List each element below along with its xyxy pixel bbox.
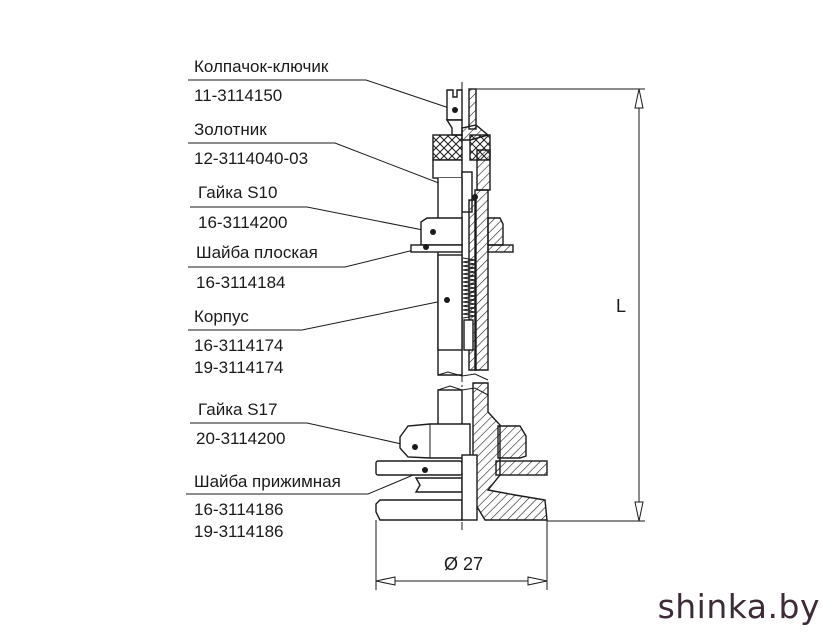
part-code-nut-s17: 20-3114200 — [196, 429, 286, 448]
length-dimension-label: L — [616, 296, 626, 316]
knurled-nut — [432, 134, 463, 161]
part-name-nut-s10: Гайка S10 — [198, 183, 277, 202]
nut-s10 — [420, 217, 463, 246]
diameter-dimension-label: Ø 27 — [444, 554, 483, 574]
part-code-body-2: 19-3114174 — [194, 358, 284, 377]
part-code-flat-washer: 16-3114184 — [196, 273, 286, 292]
base-flange — [375, 499, 463, 521]
nut-s17 — [399, 423, 471, 459]
part-name-flat-washer: Шайба плоская — [196, 243, 318, 262]
part-name-cap: Колпачок-ключик — [194, 57, 329, 76]
part-name-body: Корпус — [194, 307, 249, 326]
part-labels: Колпачок-ключик 11-3114150 Золотник 12-3… — [194, 57, 341, 541]
clamp-washer — [375, 460, 463, 476]
part-code-cap: 11-3114150 — [194, 86, 282, 105]
cap-key — [446, 89, 463, 121]
leader-lines — [186, 79, 476, 495]
part-name-clamp-washer: Шайба прижимная — [194, 472, 341, 491]
part-code-nut-s10: 16-3114200 — [198, 213, 288, 232]
part-code-clamp-washer-1: 16-3114186 — [194, 500, 284, 519]
part-code-body-1: 16-3114174 — [194, 336, 284, 355]
flat-washer — [410, 244, 463, 253]
valve-section — [375, 82, 548, 530]
part-name-valve-core: Золотник — [194, 120, 267, 139]
watermark-logo: shinka.by — [657, 587, 820, 626]
spring — [462, 257, 476, 319]
part-code-valve-core: 12-3114040-03 — [194, 149, 308, 168]
part-name-nut-s17: Гайка S17 — [198, 400, 277, 419]
part-code-clamp-washer-2: 19-3114186 — [194, 522, 284, 541]
callout-dots — [412, 107, 478, 473]
dimensions: L Ø 27 — [375, 88, 645, 590]
